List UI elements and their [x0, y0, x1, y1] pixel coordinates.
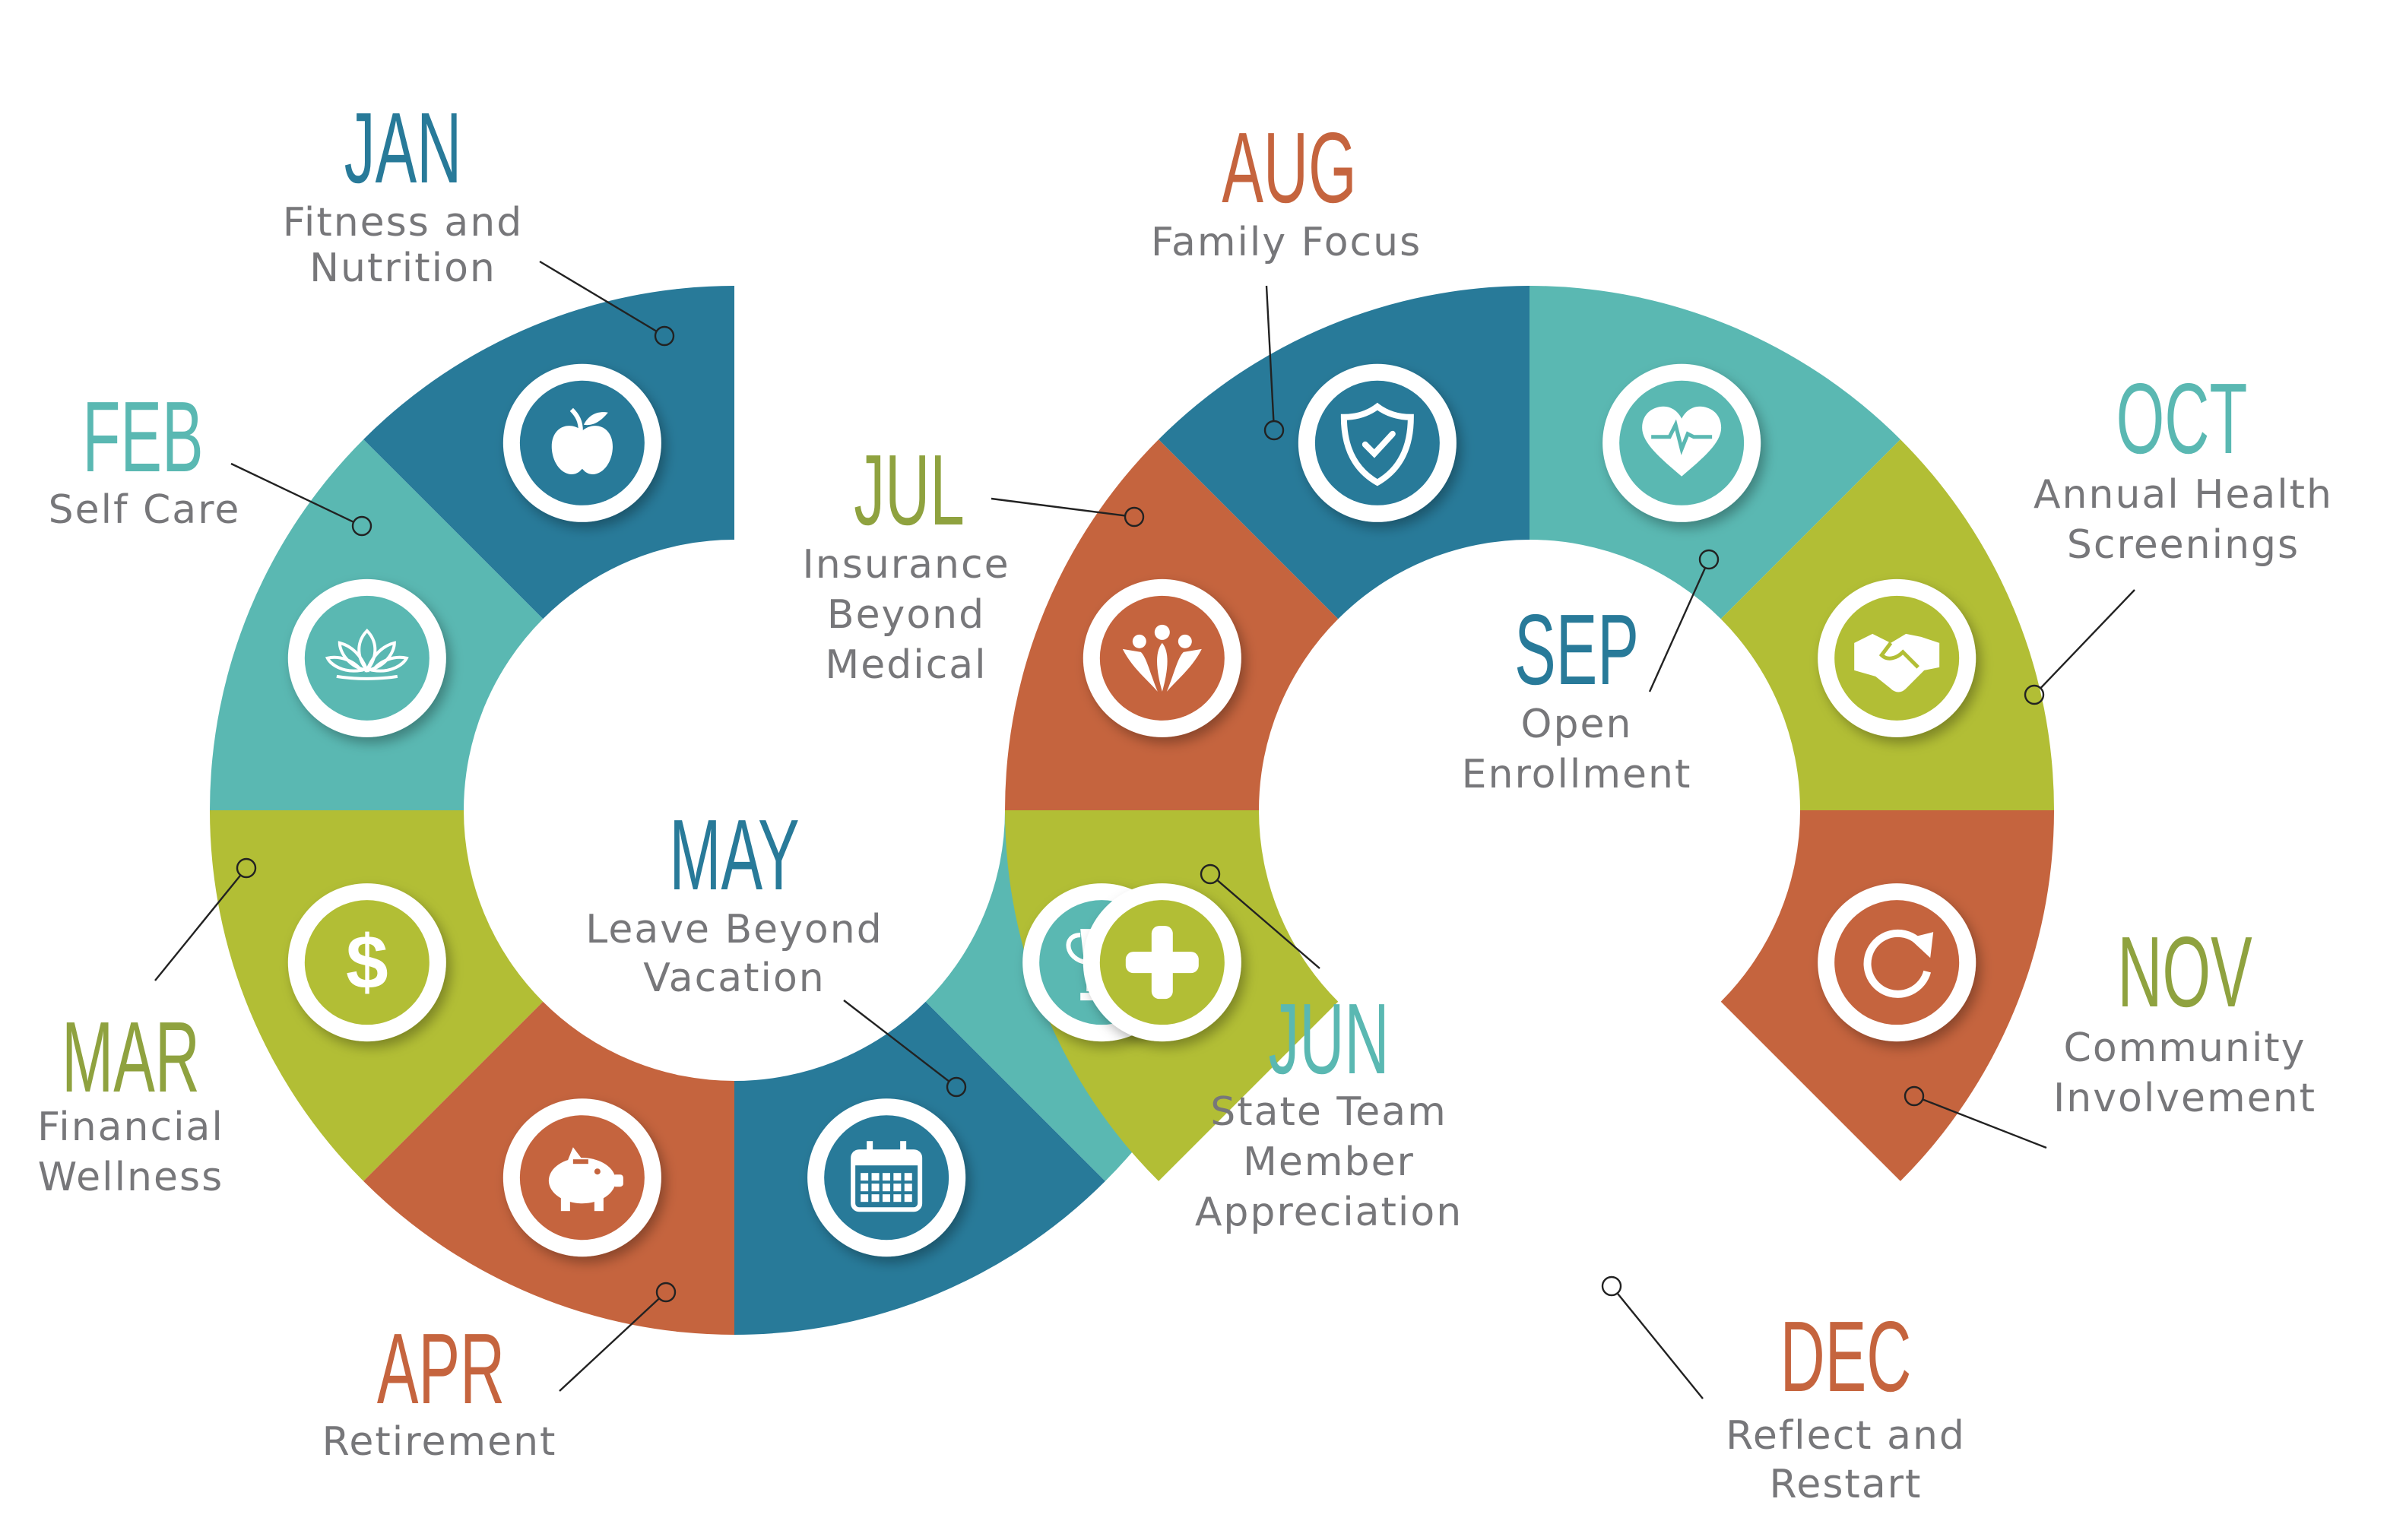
leader-dot	[1698, 549, 1720, 570]
leader-dot	[2024, 684, 2045, 705]
month-theme: Financial	[37, 1104, 224, 1150]
family-icon	[1083, 578, 1241, 737]
leader-line	[1616, 1292, 1704, 1399]
ring-segments	[210, 286, 2054, 1335]
month-theme: Family Focus	[1151, 220, 1422, 265]
month-name: FEB	[82, 382, 203, 493]
leader-line	[1648, 567, 1707, 692]
leader-dot	[1904, 1085, 1925, 1107]
month-theme: Reflect and	[1726, 1413, 1966, 1459]
month-theme: Member	[1243, 1139, 1415, 1185]
svg-text:$: $	[346, 920, 388, 1005]
plus-icon	[1083, 883, 1241, 1042]
month-name: APR	[377, 1313, 505, 1425]
month-name: AUG	[1222, 112, 1356, 224]
leader-line	[1922, 1098, 2047, 1149]
leader-line	[843, 1000, 950, 1082]
month-name: MAR	[62, 1002, 200, 1114]
leader-dot	[236, 857, 257, 879]
leader-line	[154, 874, 242, 981]
piggy-bank-icon	[502, 1098, 661, 1257]
leader-line	[539, 260, 658, 332]
leader-dot	[946, 1076, 967, 1098]
month-theme: Leave Beyond	[585, 907, 883, 952]
leader-dot	[351, 515, 372, 537]
month-theme: Vacation	[643, 955, 825, 1001]
shield-check-icon	[1298, 363, 1457, 522]
leader-line	[559, 1298, 661, 1392]
month-theme: Wellness	[38, 1155, 223, 1200]
month-name: JAN	[344, 93, 462, 204]
month-theme: Nutrition	[309, 246, 496, 291]
month-theme: Medical	[825, 642, 987, 688]
leader-dot	[1601, 1275, 1622, 1297]
month-theme: State Team	[1210, 1089, 1447, 1135]
leader-dot	[1263, 420, 1285, 441]
lotus-icon	[287, 578, 446, 737]
month-name: DEC	[1780, 1301, 1912, 1413]
leader-dot	[1200, 863, 1221, 885]
month-theme: Insurance	[802, 542, 1010, 588]
dollar-icon: $	[287, 883, 446, 1042]
month-theme: Beyond	[827, 592, 985, 638]
leader-line	[1265, 285, 1275, 422]
month-theme: Self Care	[49, 487, 241, 533]
month-theme: Open	[1521, 702, 1633, 747]
leader-line	[991, 497, 1126, 517]
month-theme: Involvement	[2053, 1076, 2316, 1121]
leader-line	[230, 462, 354, 523]
month-theme: Screenings	[2067, 522, 2300, 568]
refresh-icon	[1818, 883, 1976, 1042]
calendar-icon	[807, 1098, 966, 1257]
leader-line	[2040, 589, 2135, 689]
month-theme: Fitness and	[283, 200, 523, 246]
leader-dot	[654, 325, 675, 347]
month-theme: Restart	[1770, 1462, 1923, 1507]
month-name: SEP	[1514, 594, 1639, 706]
month-name: JUN	[1268, 984, 1389, 1095]
month-theme: Community	[2064, 1025, 2306, 1071]
month-theme: Annual Health	[2034, 472, 2333, 518]
heart-pulse-icon	[1602, 363, 1761, 522]
month-theme: Retirement	[322, 1419, 557, 1465]
month-name: MAY	[669, 800, 799, 911]
handshake-icon	[1818, 578, 1976, 737]
month-theme: Appreciation	[1195, 1190, 1463, 1235]
leader-line	[1216, 879, 1320, 969]
month-name: NOV	[2117, 917, 2252, 1028]
month-name: OCT	[2116, 363, 2248, 475]
segment-icons: $	[287, 363, 1976, 1257]
apple-icon	[502, 363, 661, 522]
leader-dot	[655, 1282, 677, 1303]
leader-dot	[1124, 506, 1145, 528]
month-name: JUL	[854, 435, 965, 547]
month-theme: Enrollment	[1462, 752, 1692, 797]
